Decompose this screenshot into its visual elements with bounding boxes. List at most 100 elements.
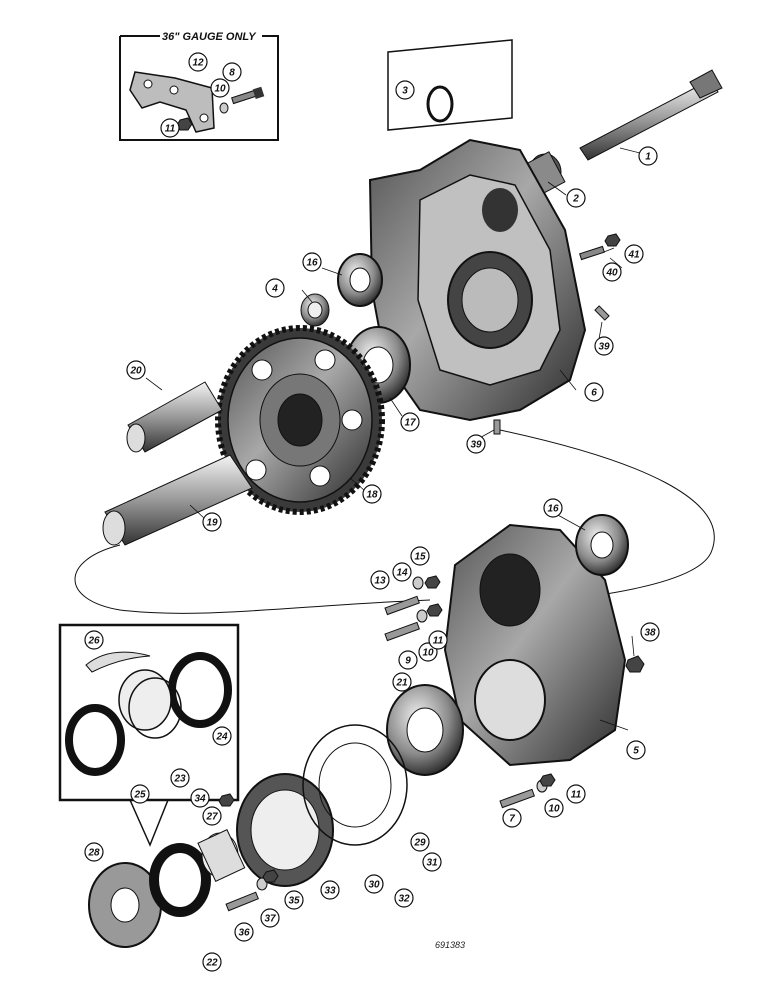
callout-circle: [222, 62, 242, 82]
callout-circle: [260, 908, 280, 928]
callout-circle: [234, 922, 254, 942]
callout-label: 11: [165, 124, 176, 135]
inset-title: 36" GAUGE ONLY: [162, 31, 257, 43]
bolt-36: [225, 891, 259, 912]
callout-c39b: 39: [466, 434, 486, 454]
callout-circle: [638, 146, 658, 166]
callout-c38: 38: [640, 622, 660, 642]
bushing-4: [300, 293, 330, 327]
figure-code: 691383: [435, 940, 465, 950]
callout-c10c: 10: [544, 798, 564, 818]
retainer-33: [236, 773, 334, 887]
washer-37: [256, 877, 268, 891]
washer-10-inset: [219, 102, 229, 114]
callout-label: 23: [173, 774, 186, 785]
callout-c33: 33: [320, 880, 340, 900]
callout-c21: 21: [392, 672, 412, 692]
callout-circle: [302, 252, 322, 272]
callout-label: 11: [433, 636, 444, 647]
callout-circle: [466, 434, 486, 454]
callout-label: 18: [366, 490, 378, 501]
callout-circle: [212, 726, 232, 746]
seal-assembly-22: [149, 843, 211, 917]
washer-14: [412, 576, 424, 590]
callout-circle: [202, 806, 222, 826]
callout-label: 11: [571, 790, 582, 801]
callout-c2: 2: [566, 188, 586, 208]
callout-label: 33: [324, 886, 336, 897]
callout-circle: [410, 546, 430, 566]
callout-circle: [544, 798, 564, 818]
bolt-7: [499, 788, 535, 809]
callout-c22: 22: [202, 952, 222, 972]
callout-c14: 14: [392, 562, 412, 582]
callout-c7: 7: [502, 808, 522, 828]
stud-40: [579, 245, 605, 261]
callout-circle: [202, 512, 222, 532]
callout-label: 34: [194, 794, 206, 805]
callout-c9: 9: [398, 650, 418, 670]
shaft-19: [102, 454, 253, 546]
callout-bubbles: 1234567891010101111111213141516161718192…: [84, 52, 660, 972]
callout-circle: [566, 784, 586, 804]
callout-circle: [626, 740, 646, 760]
callout-c12: 12: [188, 52, 208, 72]
lower-housing-5: [443, 523, 627, 767]
seal-ring-25: [65, 704, 125, 776]
callout-label: 39: [598, 342, 610, 353]
callout-c5: 5: [626, 740, 646, 760]
callout-c4: 4: [265, 278, 285, 298]
callout-c24: 24: [212, 726, 232, 746]
callout-circle: [160, 118, 180, 138]
callout-circle: [392, 672, 412, 692]
callout-label: 3: [402, 86, 408, 97]
callout-label: 6: [591, 388, 597, 399]
bearing-16-upper: [337, 253, 383, 307]
seal-sleeve-23: [118, 669, 182, 739]
callout-c6: 6: [584, 382, 604, 402]
callout-circle: [410, 832, 430, 852]
callout-label: 24: [215, 732, 228, 743]
inset-seal-detail: [58, 623, 240, 847]
callout-label: 35: [288, 896, 300, 907]
callout-circle: [398, 650, 418, 670]
callout-c25: 25: [130, 784, 150, 804]
callout-c32: 32: [394, 888, 414, 908]
sleeve-27: [197, 829, 246, 882]
callout-circle: [126, 360, 146, 380]
callout-label: 36: [238, 928, 250, 939]
callout-c31: 31: [422, 852, 442, 872]
callout-circle: [370, 570, 390, 590]
callout-circle: [362, 484, 382, 504]
shaft-20: [126, 381, 223, 453]
callout-label: 25: [133, 790, 146, 801]
nut-35: [262, 869, 279, 883]
callout-circle: [543, 498, 563, 518]
callout-c11c: 11: [566, 784, 586, 804]
callout-circle: [640, 622, 660, 642]
leader-lines: [145, 147, 641, 731]
callout-label: 8: [229, 68, 235, 79]
bearing-21: [386, 684, 464, 776]
main-shaft-1: [579, 69, 723, 161]
inset-snap-ring: [387, 39, 513, 131]
callout-label: 41: [627, 250, 640, 261]
nut-11-lower: [539, 773, 556, 787]
callout-label: 5: [633, 746, 639, 757]
callout-label: 40: [605, 268, 618, 279]
callout-c37: 37: [260, 908, 280, 928]
nut-41: [604, 233, 621, 247]
callout-label: 10: [548, 804, 560, 815]
callout-label: 21: [395, 678, 408, 689]
callout-label: 16: [547, 504, 559, 515]
callout-c11a: 11: [160, 118, 180, 138]
callout-c3: 3: [395, 80, 415, 100]
callout-circle: [265, 278, 285, 298]
gear-18: [215, 325, 385, 515]
washer-10-mid: [416, 609, 428, 623]
callout-circle: [284, 890, 304, 910]
callout-label: 31: [426, 858, 438, 869]
callout-circle: [364, 874, 384, 894]
callout-circle: [130, 784, 150, 804]
